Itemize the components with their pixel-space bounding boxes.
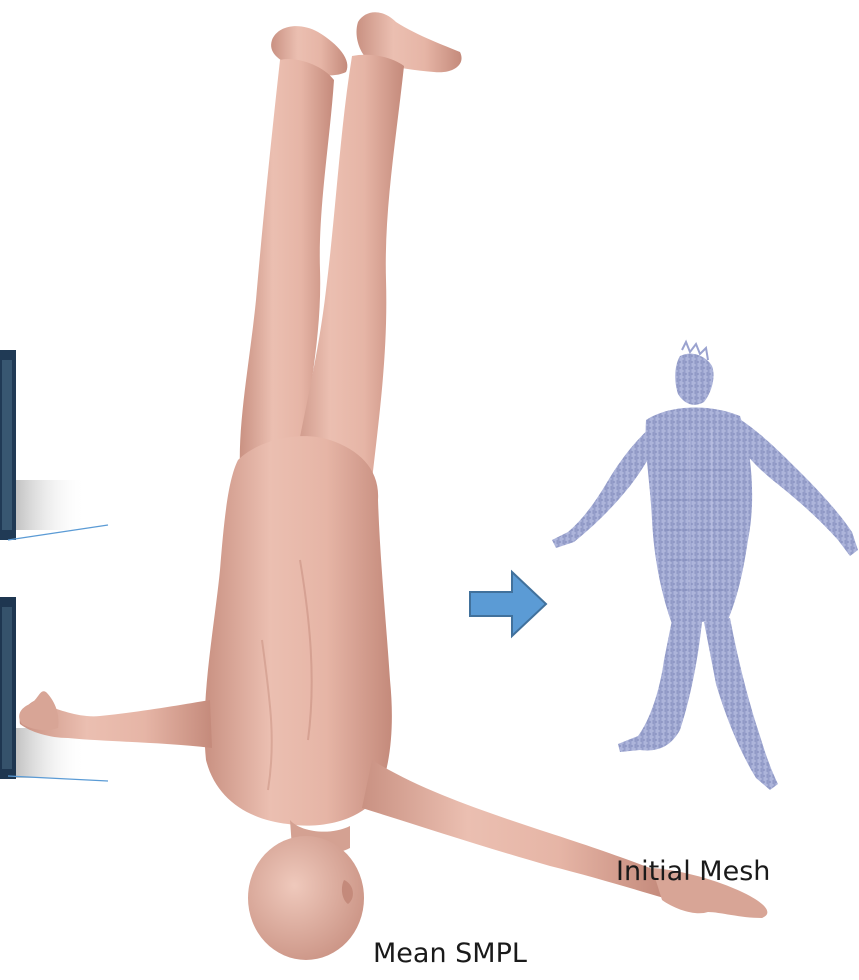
- right-arrow-icon: [470, 572, 546, 636]
- mesh-right-arm: [738, 418, 858, 556]
- left-panel-top-shadow: [16, 480, 86, 530]
- mesh-left-leg: [618, 620, 702, 752]
- initial-mesh-figure: [552, 342, 858, 790]
- initial-mesh-label: Initial Mesh: [616, 856, 770, 887]
- mesh-torso: [646, 407, 753, 624]
- smpl-torso: [205, 436, 392, 826]
- mesh-left-arm: [552, 426, 658, 548]
- mean-smpl-label: Mean SMPL: [373, 938, 527, 969]
- mesh-right-leg: [704, 618, 778, 790]
- mesh-head: [675, 354, 713, 405]
- smpl-left-hand: [19, 691, 58, 730]
